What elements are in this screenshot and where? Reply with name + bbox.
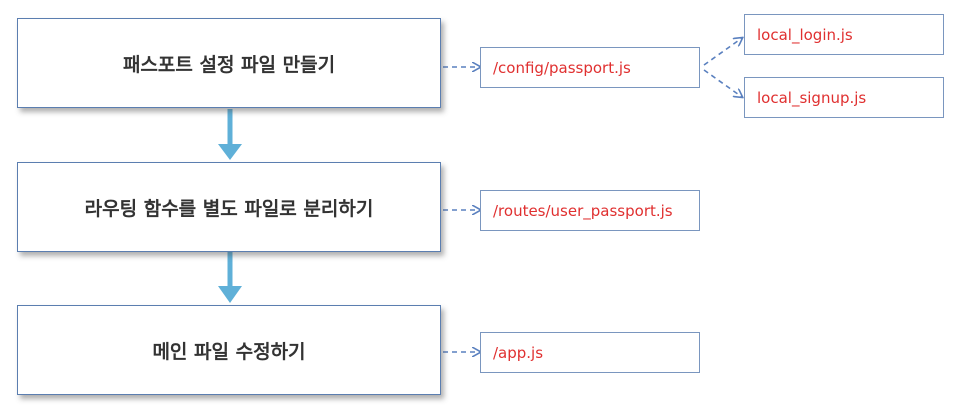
- step-box-separate-routing: 라우팅 함수를 별도 파일로 분리하기: [17, 162, 441, 252]
- step-box-modify-main-file: 메인 파일 수정하기: [17, 305, 441, 395]
- file-label: local_signup.js: [757, 88, 867, 107]
- file-box-app: /app.js: [480, 332, 700, 373]
- file-label: /routes/user_passport.js: [493, 201, 673, 220]
- file-label: local_login.js: [757, 25, 853, 44]
- file-label: /app.js: [493, 343, 544, 362]
- step-box-create-passport-config: 패스포트 설정 파일 만들기: [17, 18, 441, 108]
- step-arrow-1-to-2: [218, 109, 242, 160]
- file-box-local-signup: local_signup.js: [744, 77, 944, 118]
- file-box-config-passport: /config/passport.js: [480, 47, 700, 88]
- dashed-arrow-config-login: [703, 38, 742, 66]
- step-label: 패스포트 설정 파일 만들기: [122, 53, 336, 76]
- file-box-local-login: local_login.js: [744, 14, 944, 55]
- step-label: 메인 파일 수정하기: [152, 340, 306, 363]
- file-box-routes-user-passport: /routes/user_passport.js: [480, 190, 700, 231]
- file-label: /config/passport.js: [493, 58, 631, 77]
- dashed-arrow-config-signup: [703, 69, 742, 97]
- step-label: 라우팅 함수를 별도 파일로 분리하기: [84, 197, 374, 220]
- step-arrow-2-to-3: [218, 252, 242, 303]
